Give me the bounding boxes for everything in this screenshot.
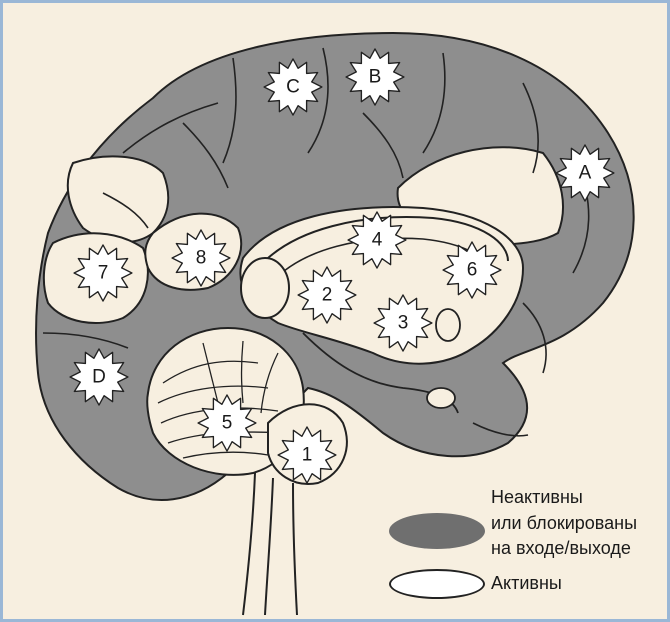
svg-text:8: 8 (196, 248, 207, 269)
svg-text:A: A (579, 163, 592, 184)
legend-inactive-line-1: Неактивны (491, 487, 583, 508)
svg-text:7: 7 (98, 263, 109, 284)
svg-text:1: 1 (302, 445, 313, 466)
svg-text:D: D (92, 367, 106, 388)
pituitary (427, 388, 455, 408)
svg-text:C: C (286, 77, 300, 98)
svg-text:4: 4 (372, 230, 383, 251)
svg-text:6: 6 (467, 260, 478, 281)
spinal-right (293, 483, 297, 615)
legend-inactive-swatch (389, 513, 485, 549)
legend-active-label: Активны (491, 573, 562, 594)
svg-text:5: 5 (222, 413, 233, 434)
svg-text:3: 3 (398, 313, 409, 334)
legend-inactive-line-2: или блокированы (491, 513, 637, 534)
hypothalamus (436, 309, 460, 341)
spinal-left (243, 473, 255, 615)
svg-text:2: 2 (322, 285, 333, 306)
svg-text:B: B (369, 67, 382, 88)
legend: Неактивны или блокированы на входе/выход… (379, 483, 667, 613)
thalamus-oval (241, 258, 289, 318)
spinal-mid (265, 478, 273, 615)
legend-inactive-line-3: на входе/выходе (491, 538, 631, 559)
legend-active-swatch (389, 569, 485, 599)
